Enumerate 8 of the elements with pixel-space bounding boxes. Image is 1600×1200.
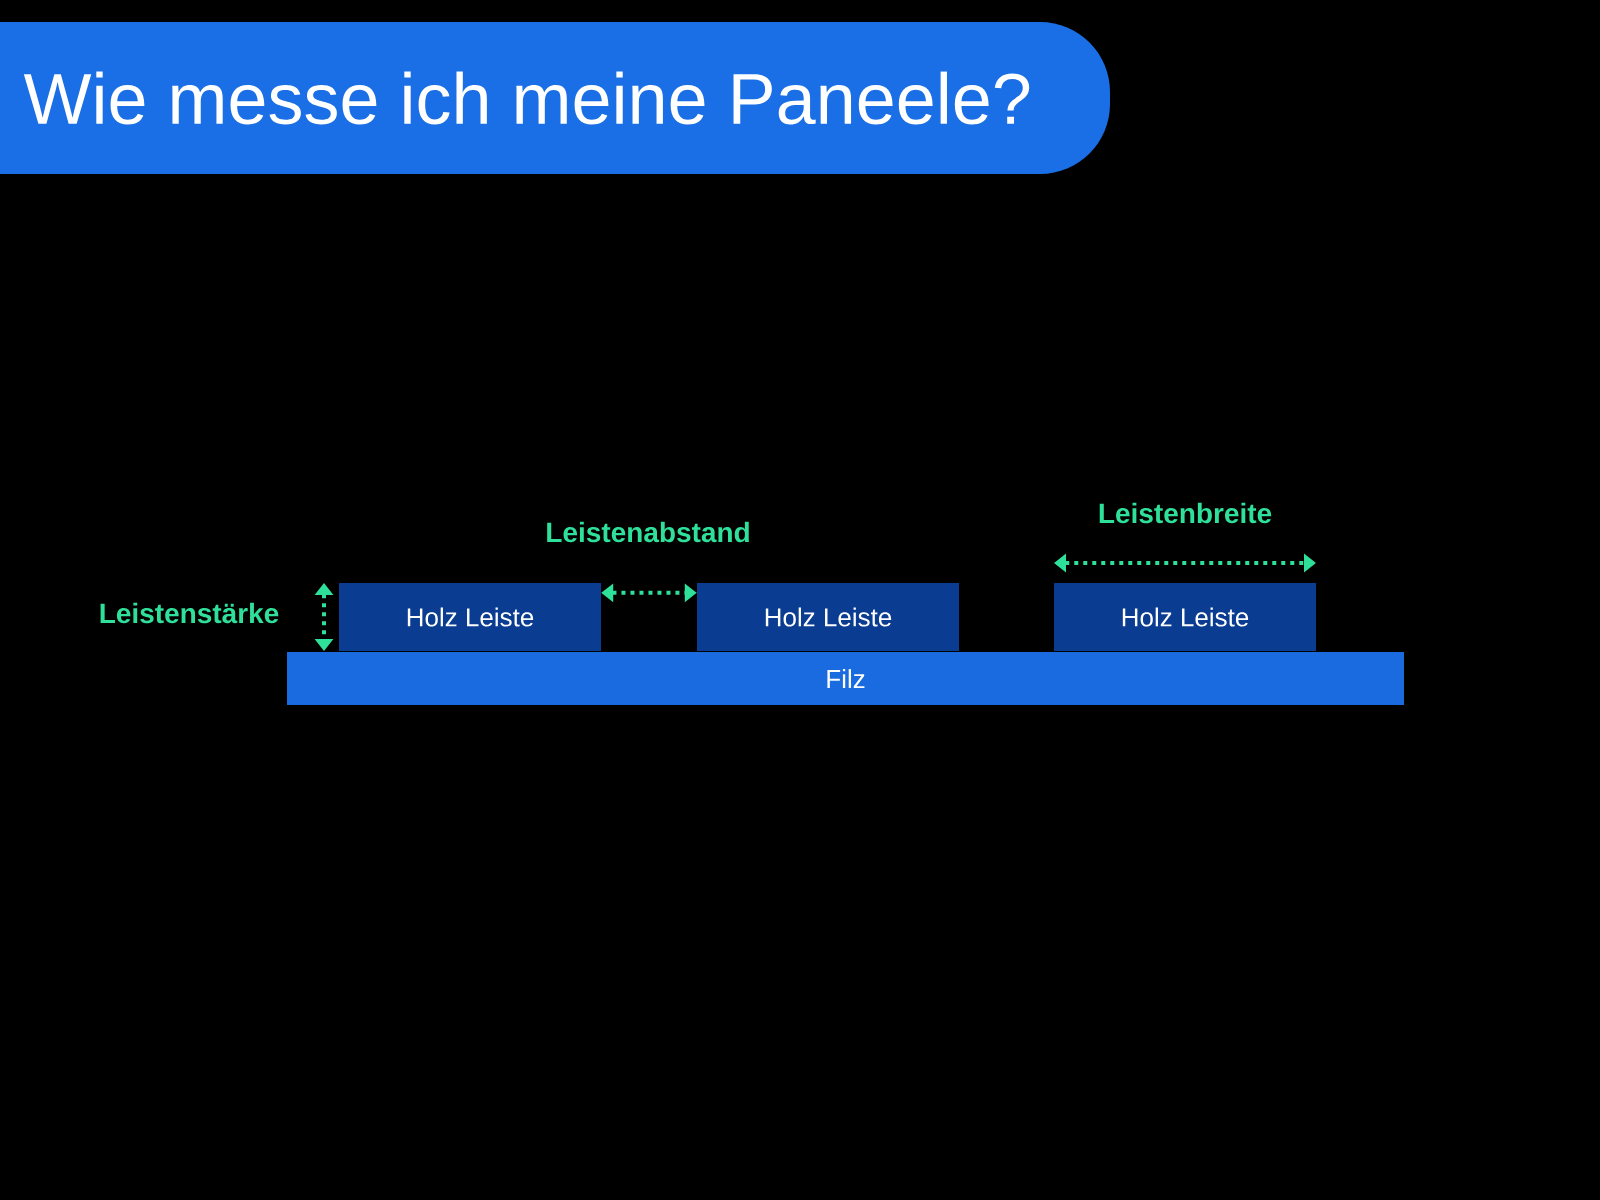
- wood-strip: Holz Leiste: [697, 583, 959, 651]
- wood-strip: Holz Leiste: [1054, 583, 1316, 651]
- title-banner: Wie messe ich meine Paneele?: [0, 22, 1110, 174]
- felt-base: Filz: [287, 652, 1404, 705]
- wood-strip: Holz Leiste: [339, 583, 601, 651]
- dimension-label: Leistenabstand: [547, 521, 749, 543]
- dimension-label: Leistenbreite: [1099, 502, 1272, 524]
- dimension-label: Leistenstärke: [100, 602, 279, 624]
